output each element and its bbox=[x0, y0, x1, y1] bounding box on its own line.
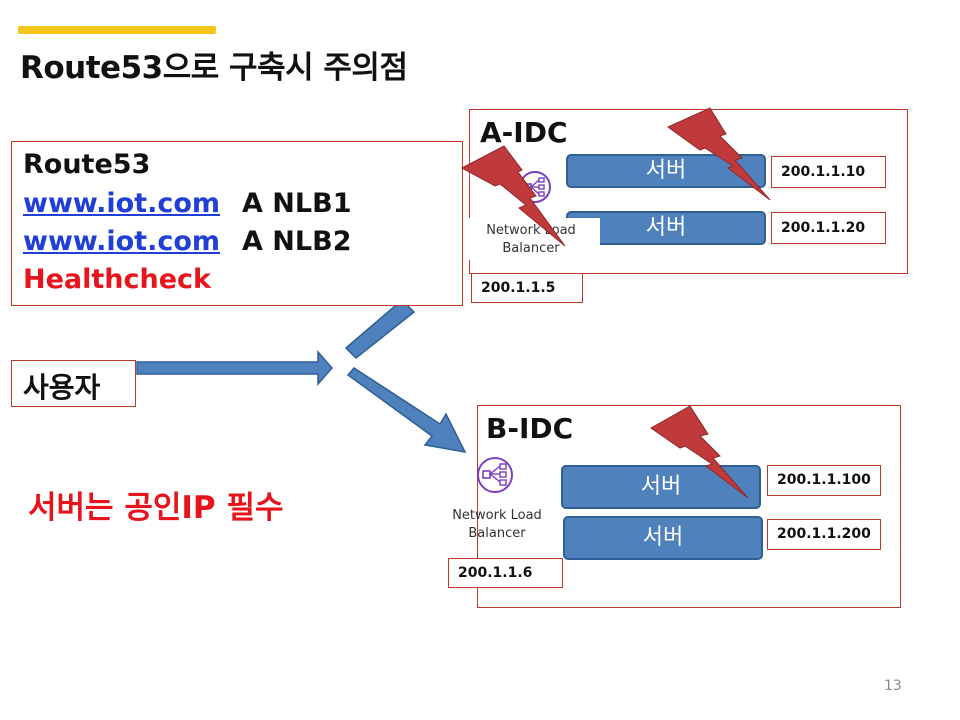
idc-b-nlb-ip: 200.1.1.6 bbox=[448, 558, 563, 588]
arrow-icon bbox=[346, 367, 467, 453]
page-number: 13 bbox=[884, 678, 902, 694]
lightning-bolt-icon bbox=[650, 405, 749, 499]
idc-a-nlb-ip: 200.1.1.5 bbox=[471, 273, 583, 303]
idc-b-server-2: 서버 bbox=[563, 516, 763, 560]
idc-a-nlb-label-bg bbox=[466, 218, 600, 260]
idc-a-label: A-IDC bbox=[480, 116, 568, 149]
arrow-icon bbox=[344, 298, 416, 360]
record-1-domain-link[interactable]: www.iot.com bbox=[23, 188, 221, 219]
idc-a-server-2-ip: 200.1.1.20 bbox=[771, 212, 886, 244]
lightning-bolt-icon bbox=[667, 107, 771, 201]
idc-b-server-1: 서버 bbox=[561, 465, 761, 509]
idc-b-label: B-IDC bbox=[486, 412, 574, 445]
idc-b-container: B-IDC bbox=[477, 405, 901, 608]
idc-a-server-1-ip: 200.1.1.10 bbox=[771, 156, 886, 188]
idc-b-server-2-ip: 200.1.1.200 bbox=[767, 519, 881, 550]
user-box: 사용자 bbox=[11, 360, 136, 407]
record-1-value: A NLB1 bbox=[242, 188, 352, 219]
lightning-bolt-icon bbox=[460, 145, 566, 247]
idc-a-nlb-label: Network Load Balancer bbox=[466, 222, 596, 258]
idc-b-nlb-label: Network Load Balancer bbox=[446, 507, 548, 543]
record-2-domain-link[interactable]: www.iot.com bbox=[23, 226, 221, 257]
idc-b-nlb-label-line1: Network Load bbox=[452, 508, 542, 523]
idc-a-container: A-IDC bbox=[469, 109, 908, 274]
route53-heading: Route53 bbox=[23, 149, 151, 180]
page-title: Route53으로 구축시 주의점 bbox=[20, 50, 408, 86]
public-ip-note: 서버는 공인IP 필수 bbox=[28, 490, 284, 526]
accent-bar bbox=[18, 26, 216, 34]
idc-a-nlb-label-line2: Balancer bbox=[502, 241, 560, 256]
dns-record-1: www.iot.com A NLB1 bbox=[23, 188, 351, 219]
arrow-icon bbox=[136, 350, 333, 386]
dns-record-2: www.iot.com A NLB2 bbox=[23, 226, 351, 257]
route53-records-box: Route53 www.iot.com A NLB1 www.iot.com A N… bbox=[11, 141, 463, 306]
idc-b-nlb-label-line2: Balancer bbox=[468, 526, 526, 541]
user-label: 사용자 bbox=[23, 371, 101, 404]
idc-b-server-1-ip: 200.1.1.100 bbox=[767, 465, 881, 496]
network-load-balancer-icon bbox=[477, 457, 513, 493]
record-2-value: A NLB2 bbox=[242, 226, 352, 257]
healthcheck-label: Healthcheck bbox=[23, 264, 212, 295]
